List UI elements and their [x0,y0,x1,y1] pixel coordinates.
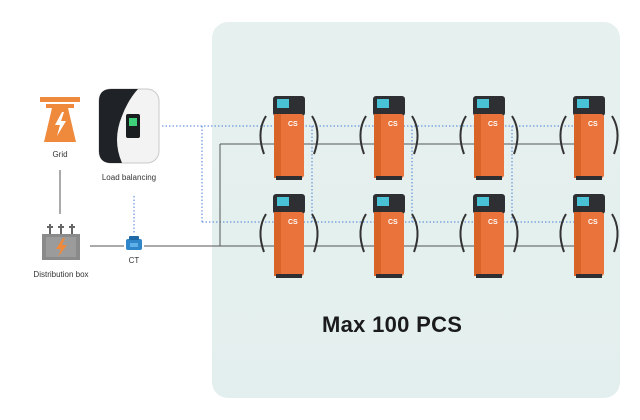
svg-text:CS: CS [388,121,398,128]
svg-text:CS: CS [288,121,298,128]
load-balancing-label: Load balancing [101,173,157,182]
ct-label: CT [128,256,140,265]
distribution-box-icon [40,222,82,267]
load-balancing-device-icon [98,88,160,169]
ct-sensor-icon [124,234,144,259]
distribution-box-label: Distribution box [33,270,89,279]
svg-text:CS: CS [488,121,498,128]
ev-charger-4: CS [554,92,624,182]
svg-text:CS: CS [488,219,498,226]
ev-charger-5: CS [254,190,324,280]
svg-text:CS: CS [588,219,598,226]
svg-text:CS: CS [288,219,298,226]
ev-charger-6: CS [354,190,424,280]
ev-charger-2: CS [354,92,424,182]
ev-charger-3: CS [454,92,524,182]
max-capacity-label: Max 100 PCS [322,312,463,337]
grid-tower-icon [38,94,82,149]
ev-charger-8: CS [554,190,624,280]
ev-charger-1: CS [254,92,324,182]
grid-label: Grid [52,150,68,159]
ev-charger-7: CS [454,190,524,280]
svg-text:CS: CS [388,219,398,226]
svg-text:CS: CS [588,121,598,128]
